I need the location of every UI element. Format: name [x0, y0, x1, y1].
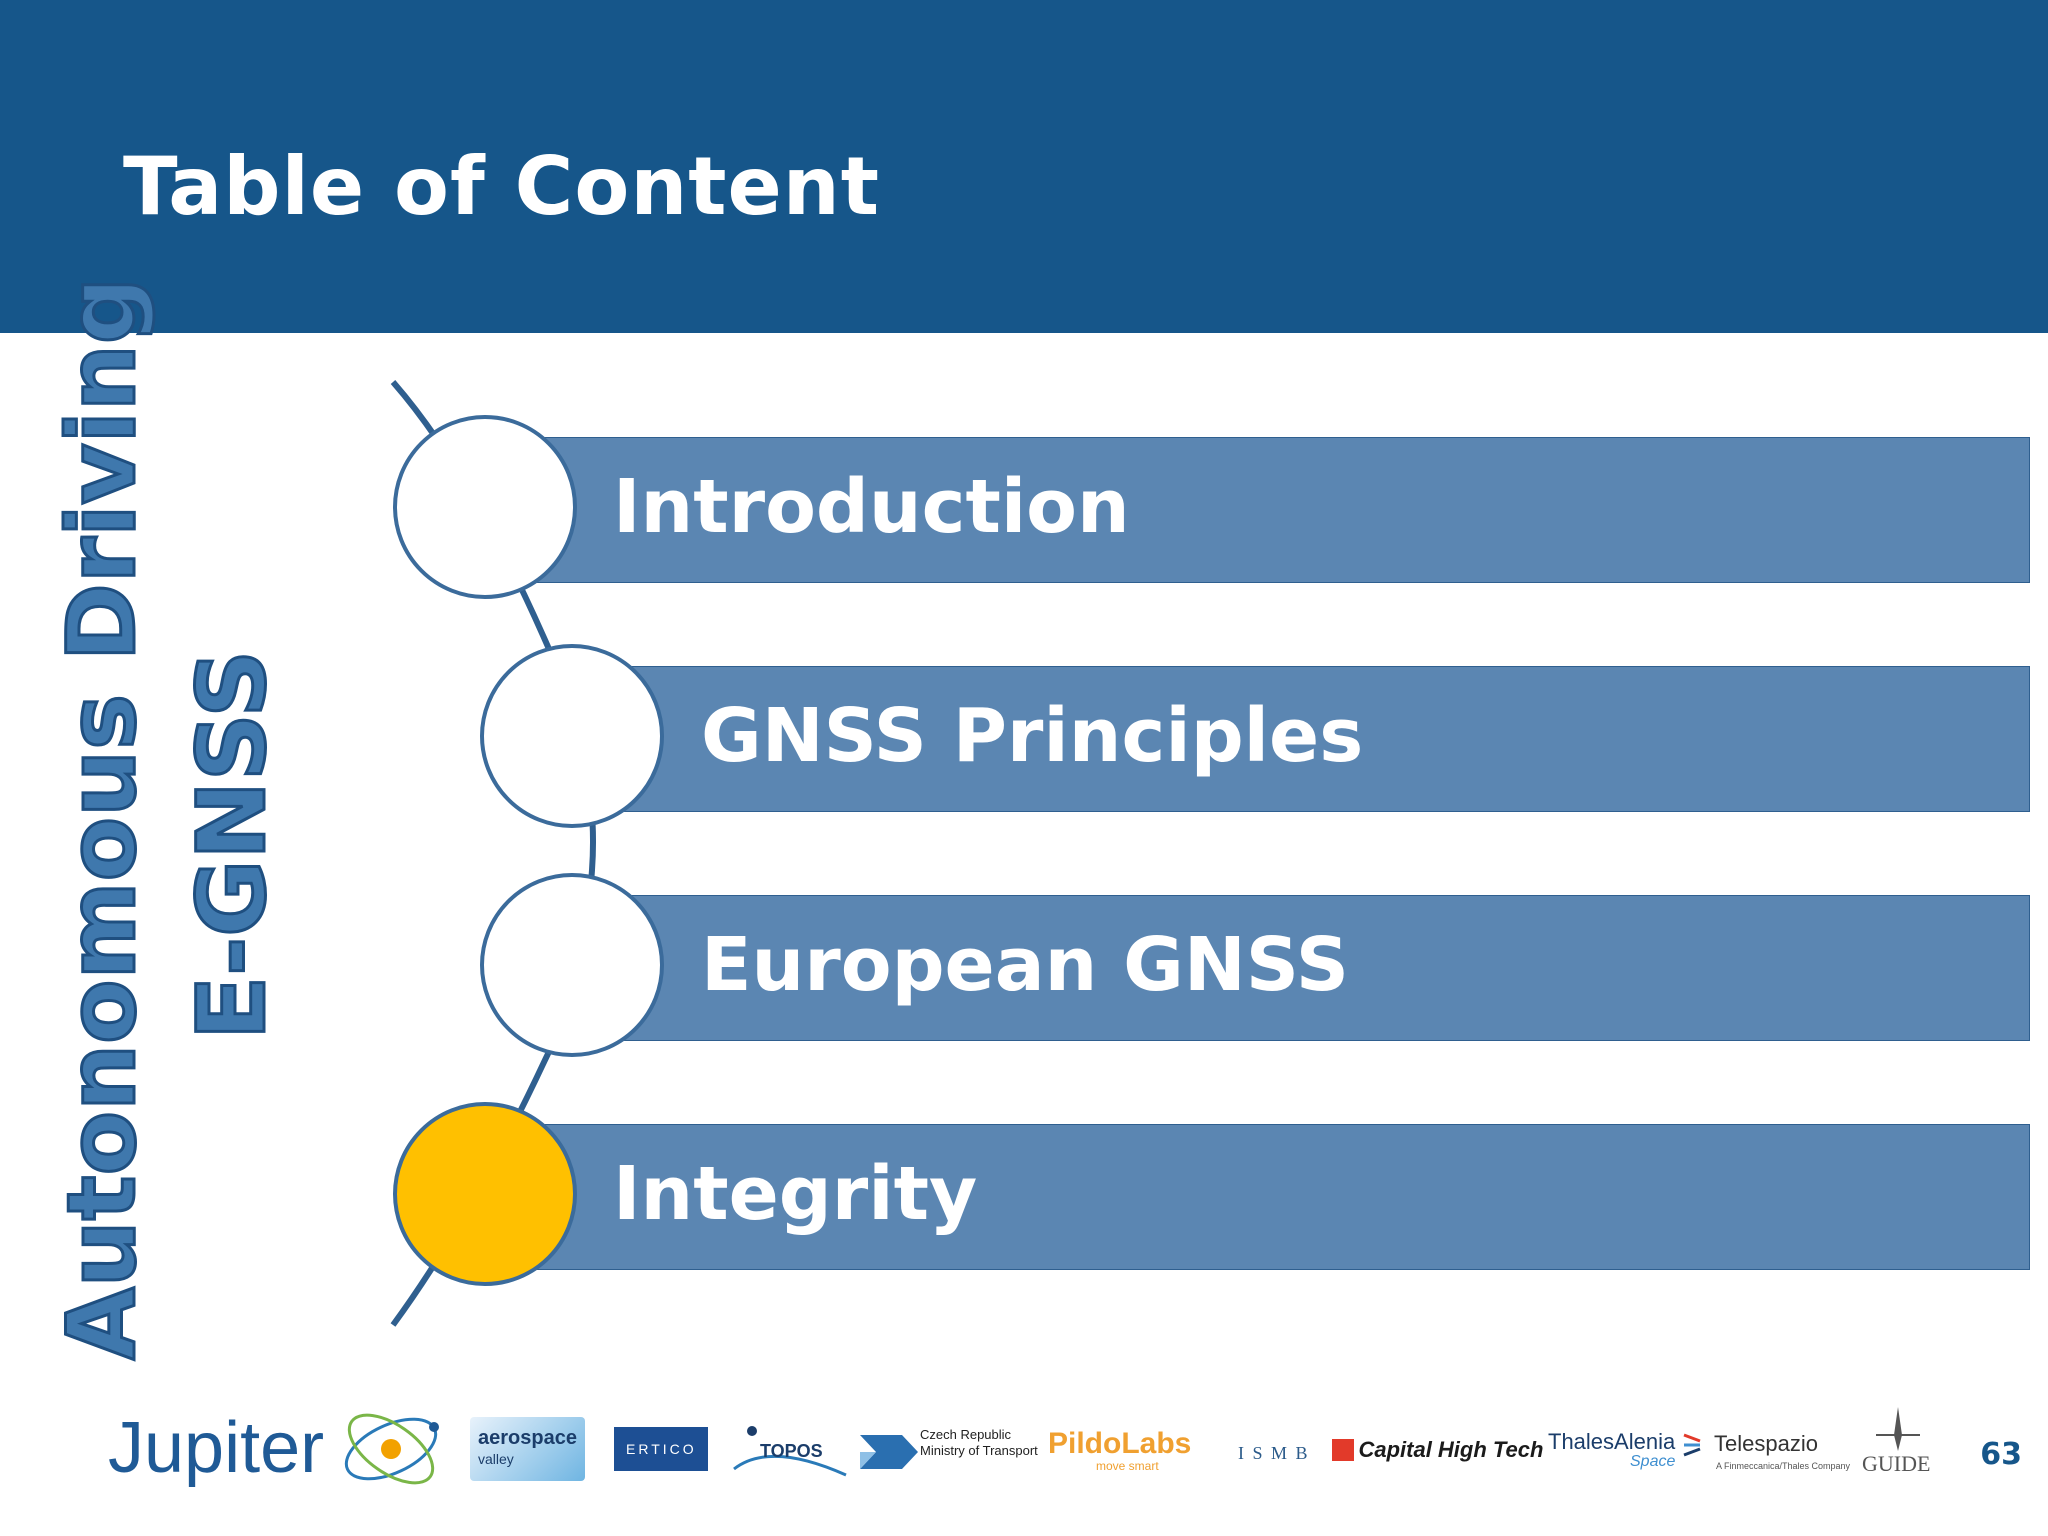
orbit-icon — [344, 1413, 439, 1485]
compass-icon — [1876, 1407, 1920, 1451]
telespazio-rays-icon — [1683, 1433, 1701, 1457]
czech-arrow-icon — [860, 1435, 918, 1469]
toc-item-label: Introduction — [613, 464, 1130, 550]
toc-item-introduction[interactable]: Introduction — [490, 437, 2030, 583]
czech-ministry-logo: Czech Republic Ministry of Transport — [858, 1425, 1038, 1484]
toc-item-european-gnss[interactable]: European GNSS — [578, 895, 2030, 1041]
toc-item-label: GNSS Principles — [701, 693, 1364, 779]
ismb-logo: I S M B — [1238, 1443, 1310, 1463]
slide-title: Table of Content — [123, 140, 880, 233]
toc-item-label: Integrity — [613, 1151, 978, 1237]
topos-logo: TOPOS — [730, 1421, 850, 1481]
thales-alenia-logo: ThalesAlenia Space — [1548, 1429, 1676, 1470]
header-band: Table of Content — [0, 0, 2048, 333]
pildolabs-logo: PildoLabs move smart — [1048, 1427, 1192, 1473]
capital-high-tech-logo: Capital High Tech — [1332, 1437, 1543, 1463]
toc-bullet-circle — [480, 644, 664, 828]
aerospace-valley-logo: aerospace valley — [470, 1417, 585, 1481]
red-square-icon — [1332, 1439, 1354, 1461]
topos-swoosh-icon — [733, 1426, 847, 1477]
toc-bullet-circle — [393, 415, 577, 599]
toc-item-gnss-principles[interactable]: GNSS Principles — [578, 666, 2030, 812]
toc-item-integrity[interactable]: Integrity — [490, 1124, 2030, 1270]
ertico-logo: ERTICO — [614, 1427, 708, 1471]
page-number: 63 — [1980, 1437, 2022, 1472]
toc-item-label: European GNSS — [701, 922, 1350, 1008]
jupiter-logo: Jupiter — [108, 1407, 439, 1489]
toc-bullet-circle-active — [393, 1102, 577, 1286]
footer-logo-strip: Jupiter aerospace valley ERTICO TOPOS — [0, 1385, 2048, 1505]
toc-bullet-circle — [480, 873, 664, 1057]
guide-logo: GUIDE — [1858, 1405, 1938, 1481]
